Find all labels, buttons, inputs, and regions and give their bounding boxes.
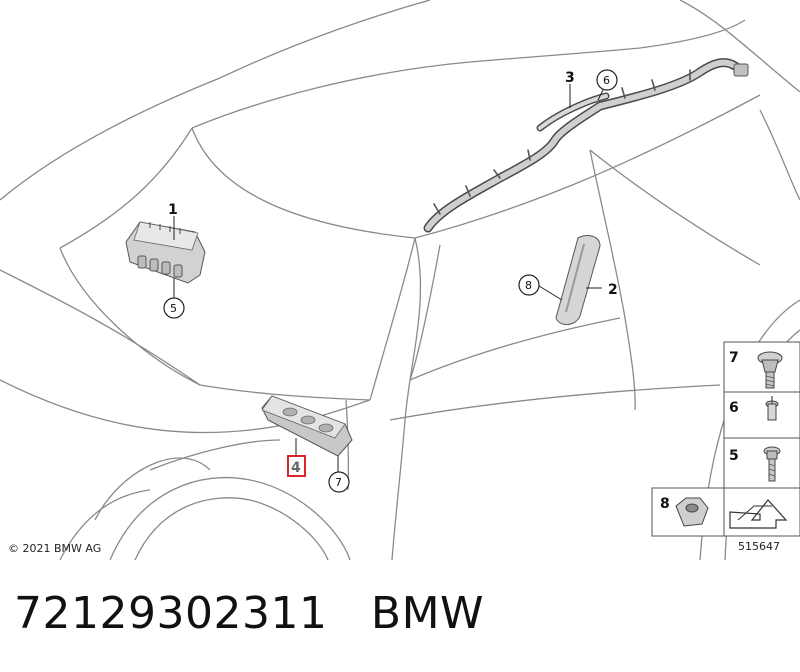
legend-label-6: 6 xyxy=(729,400,739,416)
diagram-number: 515647 xyxy=(738,540,780,553)
callout-5-circle xyxy=(163,297,185,319)
callout-7-circle xyxy=(328,471,350,493)
callout-4-highlight-box xyxy=(287,455,306,477)
callout-6-circle xyxy=(596,69,618,91)
arrow-icon xyxy=(729,499,788,529)
part-3-curtain-airbag xyxy=(423,58,749,233)
callout-8: 8 xyxy=(525,279,532,292)
callout-4: 4 xyxy=(291,460,301,476)
part-number: 72129302311 xyxy=(14,588,328,639)
part-4-knee-airbag xyxy=(261,395,353,457)
rivet-6-icon xyxy=(765,396,779,421)
screw-7-icon xyxy=(757,351,783,389)
callout-2: 2 xyxy=(608,282,618,298)
leader-lines xyxy=(173,84,605,472)
brand-name: BMW xyxy=(370,588,485,639)
callout-3: 3 xyxy=(565,70,575,86)
callout-7: 7 xyxy=(335,476,342,489)
callout-1: 1 xyxy=(168,202,178,218)
callout-6: 6 xyxy=(603,74,610,87)
part-2-side-airbag xyxy=(555,235,601,325)
callouts: 1 5 3 6 8 2 4 7 xyxy=(163,69,618,493)
copyright-notice: © 2021 BMW AG xyxy=(8,542,102,555)
part-1-passenger-airbag xyxy=(125,221,206,284)
legend-label-7: 7 xyxy=(729,350,739,366)
fastener-legend: 7 6 5 8 xyxy=(651,341,800,537)
callout-5: 5 xyxy=(170,302,177,315)
screw-5-icon xyxy=(763,446,781,482)
legend-label-5: 5 xyxy=(729,448,739,464)
callout-8-circle xyxy=(518,274,540,296)
part-caption: 72129302311 BMW xyxy=(14,588,484,639)
nut-8-icon xyxy=(675,497,709,527)
legend-label-8: 8 xyxy=(660,496,670,512)
